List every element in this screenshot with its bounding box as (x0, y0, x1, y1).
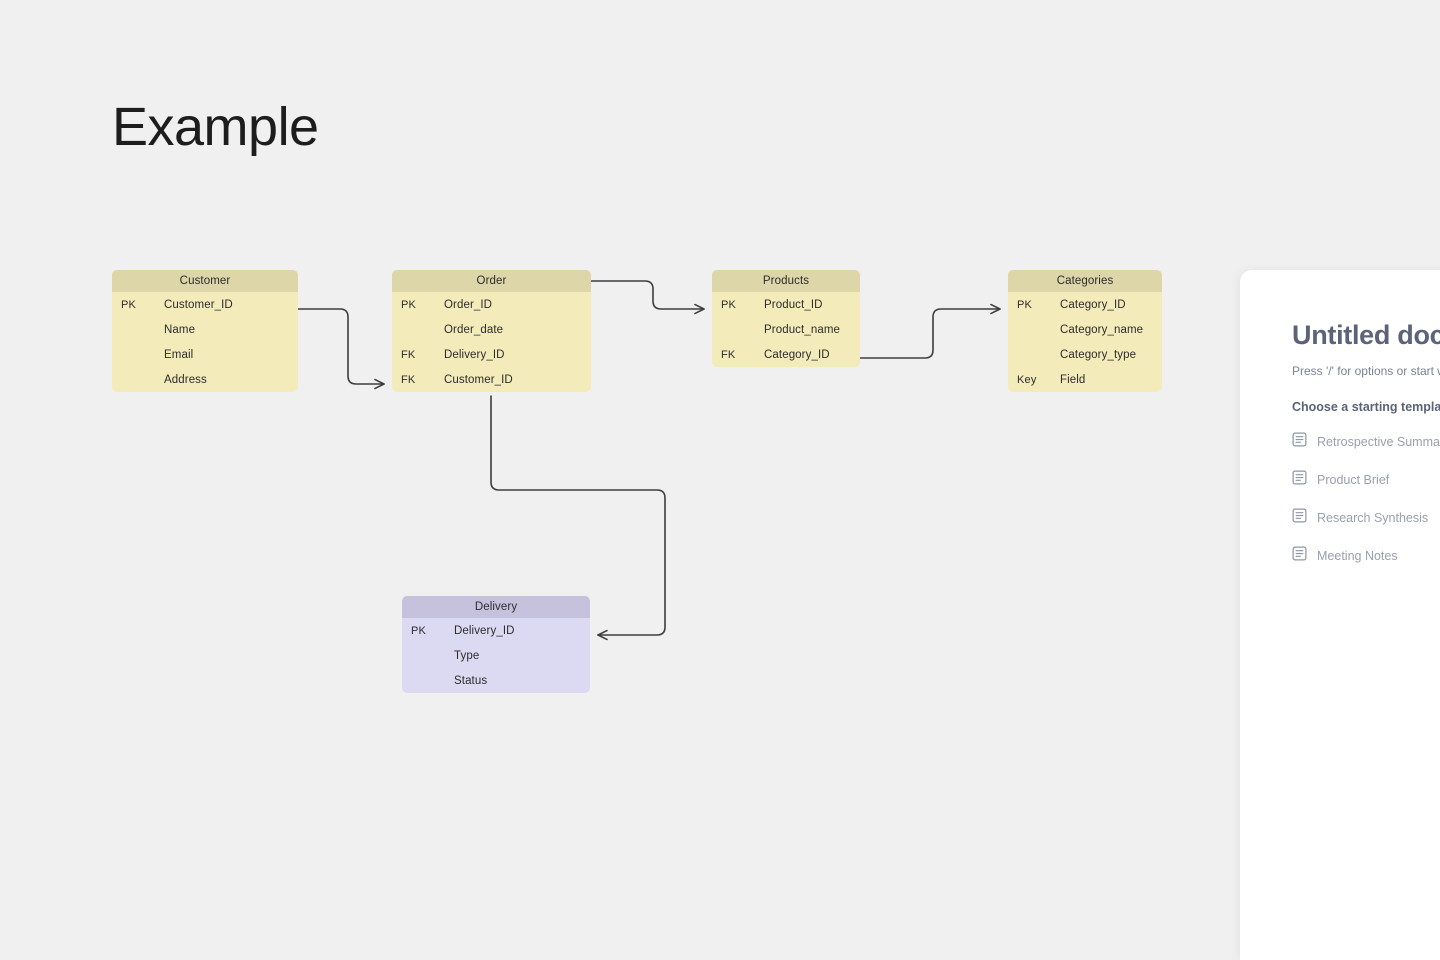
entity-categories-fields: PK Category_ID Category_name Category_ty… (1008, 292, 1162, 392)
document-icon (1292, 508, 1307, 528)
entity-delivery[interactable]: Delivery PK Delivery_ID Type Status (402, 596, 590, 693)
field-key: PK (401, 298, 417, 311)
entity-customer-title: Customer (112, 270, 298, 292)
entity-delivery-title: Delivery (402, 596, 590, 618)
field-key: FK (721, 348, 736, 361)
field-name: Category_type (1060, 348, 1137, 361)
field-row[interactable]: FK Category_ID (712, 342, 860, 367)
field-name: Address (164, 373, 207, 386)
field-name: Product_ID (764, 298, 823, 311)
field-name: Delivery_ID (454, 624, 515, 637)
field-name: Customer_ID (444, 373, 513, 386)
entity-order-title: Order (392, 270, 591, 292)
page-title: Example (112, 97, 319, 157)
document-icon (1292, 546, 1307, 566)
field-row[interactable]: Product_name (712, 317, 860, 342)
field-name: Status (454, 674, 488, 687)
field-name: Name (164, 323, 196, 336)
field-row[interactable]: PK Delivery_ID (402, 618, 590, 643)
field-name: Customer_ID (164, 298, 233, 311)
field-row[interactable]: Name (112, 317, 298, 342)
entity-delivery-fields: PK Delivery_ID Type Status (402, 618, 590, 693)
field-key: FK (401, 373, 416, 386)
field-row[interactable]: Key Field (1008, 367, 1162, 392)
template-label: Research Synthesis (1317, 511, 1429, 525)
entity-products-title: Products (712, 270, 860, 292)
field-name: Order_ID (444, 298, 493, 311)
field-row[interactable]: PK Product_ID (712, 292, 860, 317)
template-label: Retrospective Summar (1317, 435, 1440, 449)
connector-products-categories (859, 303, 1001, 359)
entity-customer[interactable]: Customer PK Customer_ID Name Email Addre… (112, 270, 298, 392)
field-name: Delivery_ID (444, 348, 505, 361)
er-diagram-canvas: Customer PK Customer_ID Name Email Addre… (112, 270, 1162, 693)
entity-products[interactable]: Products PK Product_ID Product_name FK C… (712, 270, 860, 367)
field-name: Product_name (764, 323, 840, 336)
relationship-connectors (297, 280, 1001, 641)
document-title[interactable]: Untitled doc (1292, 320, 1440, 350)
field-row[interactable]: PK Order_ID (392, 292, 591, 317)
field-row[interactable]: FK Delivery_ID (392, 342, 591, 367)
field-name: Category_ID (764, 348, 830, 361)
template-label: Product Brief (1317, 473, 1390, 487)
field-name: Type (454, 649, 480, 662)
field-row[interactable]: Email (112, 342, 298, 367)
document-icon (1292, 432, 1307, 452)
field-key: PK (1017, 298, 1033, 311)
entity-order[interactable]: Order PK Order_ID Order_date FK Delivery… (392, 270, 591, 392)
field-key: PK (121, 298, 137, 311)
entity-order-fields: PK Order_ID Order_date FK Delivery_ID FK… (392, 292, 591, 392)
entity-products-fields: PK Product_ID Product_name FK Category_I… (712, 292, 860, 367)
entity-customer-fields: PK Customer_ID Name Email Address (112, 292, 298, 392)
field-row[interactable]: Category_type (1008, 342, 1162, 367)
field-key: FK (401, 348, 416, 361)
field-row[interactable]: Status (402, 668, 590, 693)
document-icon (1292, 470, 1307, 490)
field-row[interactable]: PK Category_ID (1008, 292, 1162, 317)
field-row[interactable]: Address (112, 367, 298, 392)
connector-customer-order (297, 308, 385, 390)
templates-section-label: Choose a starting templa (1292, 400, 1440, 414)
field-name: Category_name (1060, 323, 1144, 336)
entity-categories-title: Categories (1008, 270, 1162, 292)
template-item-meeting-notes[interactable]: Meeting Notes (1292, 546, 1440, 566)
field-name: Order_date (444, 323, 504, 336)
field-key: Key (1017, 373, 1037, 386)
field-row[interactable]: Category_name (1008, 317, 1162, 342)
field-name: Field (1060, 373, 1086, 386)
field-row[interactable]: Type (402, 643, 590, 668)
document-hint-text: Press '/' for options or start w (1292, 364, 1440, 378)
template-item-product-brief[interactable]: Product Brief (1292, 470, 1440, 490)
document-panel: Untitled doc Press '/' for options or st… (1240, 270, 1440, 960)
field-row[interactable]: Order_date (392, 317, 591, 342)
field-row[interactable]: FK Customer_ID (392, 367, 591, 392)
connector-order-products (590, 280, 705, 315)
field-key: PK (411, 624, 427, 637)
template-label: Meeting Notes (1317, 549, 1398, 563)
template-item-retrospective-summary[interactable]: Retrospective Summar (1292, 432, 1440, 452)
field-name: Category_ID (1060, 298, 1126, 311)
field-key: PK (721, 298, 737, 311)
entity-categories[interactable]: Categories PK Category_ID Category_name … (1008, 270, 1162, 392)
template-item-research-synthesis[interactable]: Research Synthesis (1292, 508, 1440, 528)
field-name: Email (164, 348, 194, 361)
field-row[interactable]: PK Customer_ID (112, 292, 298, 317)
